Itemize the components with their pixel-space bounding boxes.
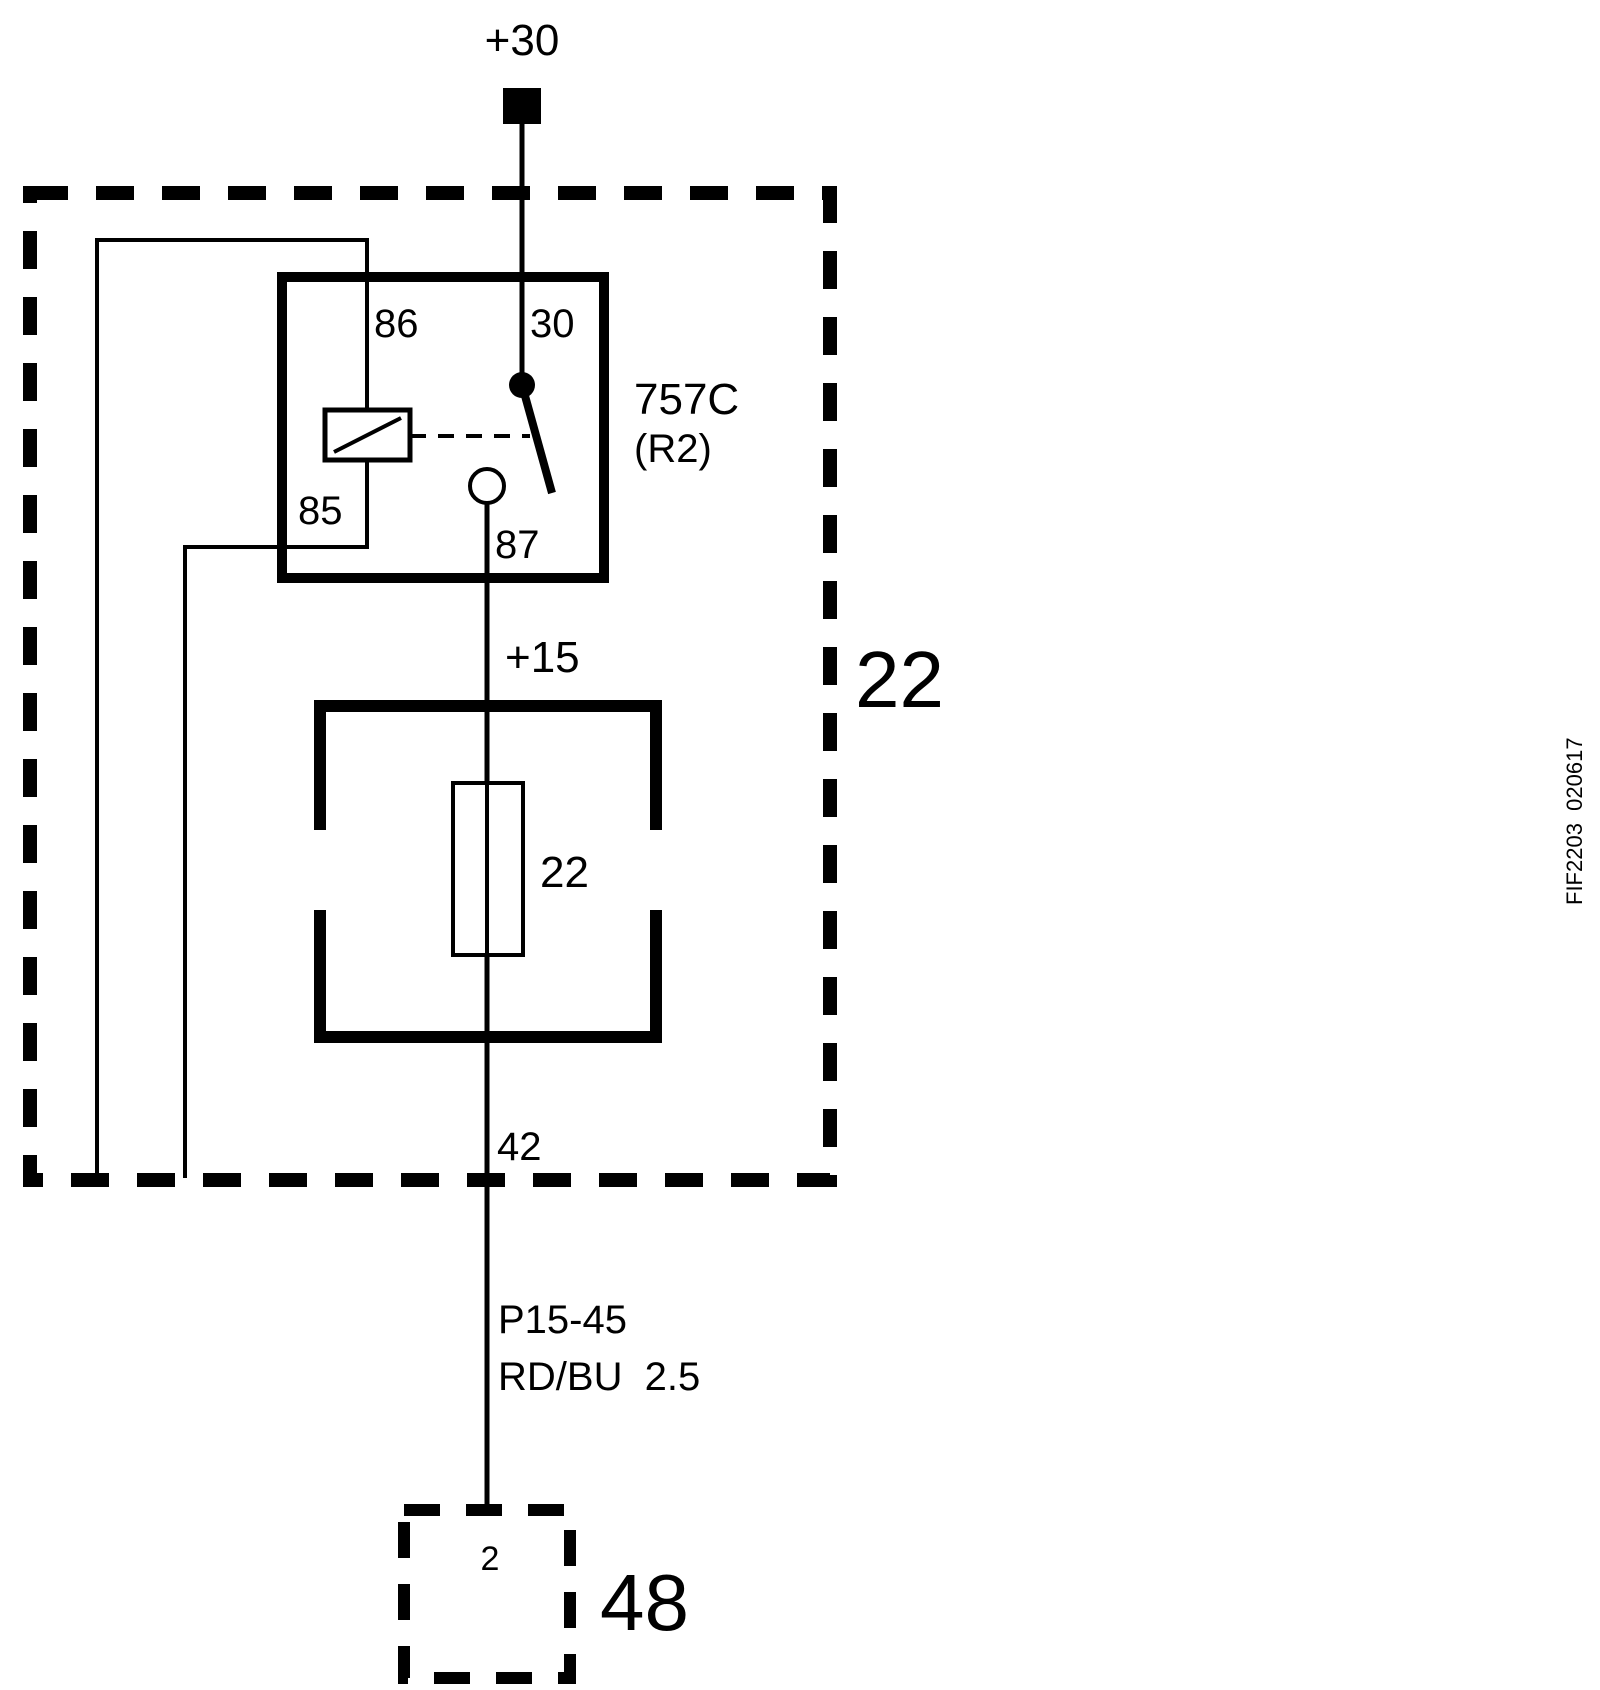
supply-15-label: +15 (505, 633, 580, 682)
coil-diagonal (333, 416, 402, 454)
pin-42-label: 42 (497, 1125, 542, 1169)
relay-code: (R2) (634, 427, 712, 471)
connector-pin-2: 2 (481, 1540, 500, 1578)
module-22-box (23, 186, 837, 1187)
wire-85 (183, 460, 369, 1178)
contact-87 (468, 467, 506, 505)
fuse-22-label: 22 (540, 848, 589, 897)
module-22-label: 22 (855, 635, 944, 724)
supply-30-label: +30 (485, 16, 560, 65)
pin-85-label: 85 (298, 489, 343, 533)
switch-arm (518, 383, 556, 495)
pin-87-label: 87 (495, 523, 540, 567)
connector-48-label: 48 (600, 1558, 689, 1647)
supply-30-terminal (503, 88, 541, 124)
relay-box (277, 272, 609, 583)
fuse-holder (314, 700, 662, 1043)
connector-48-box (398, 1504, 576, 1684)
figure-id: FIF2203 020617 (1562, 737, 1587, 905)
wire-spec: RD/BU 2.5 (498, 1355, 700, 1399)
wire-code: P15-45 (498, 1298, 627, 1342)
relay-name: 757C (634, 375, 739, 424)
pin-30-label: 30 (530, 302, 575, 346)
pin-86-label: 86 (374, 302, 419, 346)
wire-86 (95, 238, 369, 1178)
